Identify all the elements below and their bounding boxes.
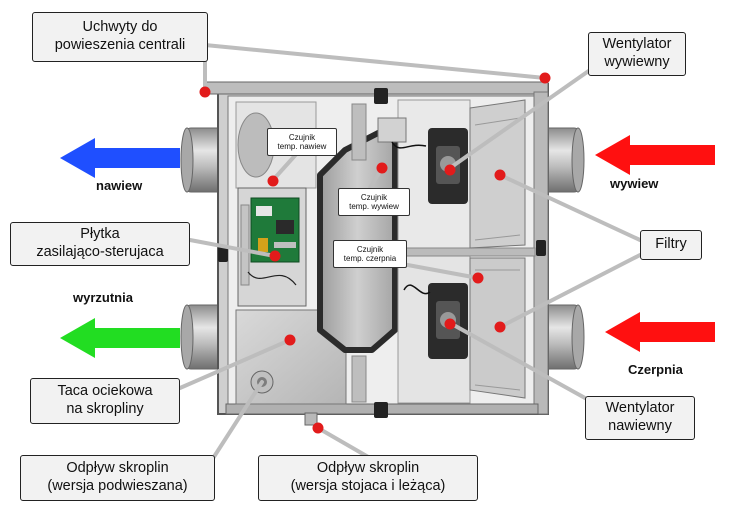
arrow-intake xyxy=(605,312,715,352)
callout-line: Filtry xyxy=(655,236,687,253)
callout-line: Taca ociekowa xyxy=(57,383,153,400)
marker-drip-tray xyxy=(284,334,296,346)
callout-line: Odpływ skroplin xyxy=(66,460,169,477)
callout-line: (wersja stojaca i leżąca) xyxy=(290,478,446,494)
marker-handle-right xyxy=(539,72,551,84)
callout-sensor-exhaust: Czujnik temp. wywiew xyxy=(338,188,410,216)
label-supply: nawiew xyxy=(96,178,143,193)
arrow-supply xyxy=(60,138,180,178)
marker-fan-exhaust xyxy=(444,164,456,176)
arrow-extract xyxy=(595,135,715,175)
marker-filter-lower xyxy=(494,321,506,333)
markers xyxy=(199,72,551,434)
callout-line: Odpływ skroplin xyxy=(316,460,420,477)
marker-sensor-intake xyxy=(472,272,484,284)
callout-filters: Filtry xyxy=(640,230,702,260)
callout-line: na skropliny xyxy=(66,401,144,417)
clip-bottom xyxy=(374,402,388,418)
leader-lines xyxy=(178,43,642,465)
callout-drain-hung: Odpływ skroplin (wersja podwieszana) xyxy=(20,455,215,501)
callout-line: Uchwyty do xyxy=(82,19,158,36)
marker-handle-left xyxy=(199,86,211,98)
marker-sensor-supply xyxy=(267,175,279,187)
callout-sensor-intake: Czujnik temp. czerpnia xyxy=(333,240,407,268)
callout-line: nawiewny xyxy=(608,418,672,434)
callout-line: (wersja podwieszana) xyxy=(47,478,188,494)
junction-box xyxy=(377,117,431,295)
callout-drain-standing: Odpływ skroplin (wersja stojaca i leżąca… xyxy=(258,455,478,501)
callout-board: Płytka zasilająco-sterujaca xyxy=(10,222,190,266)
label-intake: Czerpnia xyxy=(628,362,683,377)
callout-drip-tray: Taca ociekowa na skropliny xyxy=(30,378,180,424)
clip-top xyxy=(374,88,388,104)
callout-line: temp. wywiew xyxy=(349,202,399,211)
callout-fan-supply: Wentylator nawiewny xyxy=(585,396,695,440)
marker-board xyxy=(269,250,281,262)
callout-line: Czujnik xyxy=(356,244,384,254)
callout-line: Płytka xyxy=(80,226,120,243)
callout-line: Wentylator xyxy=(602,36,672,53)
control-board-box xyxy=(237,187,307,307)
callout-line: zasilająco-sterujaca xyxy=(36,244,164,260)
marker-sensor-exhaust xyxy=(376,162,388,174)
callout-line: powieszenia centrali xyxy=(54,37,186,53)
marker-filter-upper xyxy=(494,169,506,181)
clip-right xyxy=(536,240,546,256)
callout-line: wywiewny xyxy=(604,54,670,70)
callout-fan-exhaust: Wentylator wywiewny xyxy=(588,32,686,76)
label-discharge: wyrzutnia xyxy=(73,290,133,305)
drain-spout xyxy=(304,412,318,426)
clip-left xyxy=(218,246,228,262)
marker-drain-standing xyxy=(312,422,324,434)
arrow-discharge xyxy=(60,318,180,358)
callout-line: temp. nawiew xyxy=(277,142,327,151)
callout-line: temp. czerpnia xyxy=(343,254,397,263)
callout-line: Czujnik xyxy=(360,192,388,202)
callout-sensor-supply: Czujnik temp. nawiew xyxy=(267,128,337,156)
callout-line: Wentylator xyxy=(605,400,675,417)
callout-line: Czujnik xyxy=(288,132,316,142)
marker-fan-supply xyxy=(444,318,456,330)
label-extract: wywiew xyxy=(610,176,659,191)
callout-handles: Uchwyty do powieszenia centrali xyxy=(32,12,208,62)
